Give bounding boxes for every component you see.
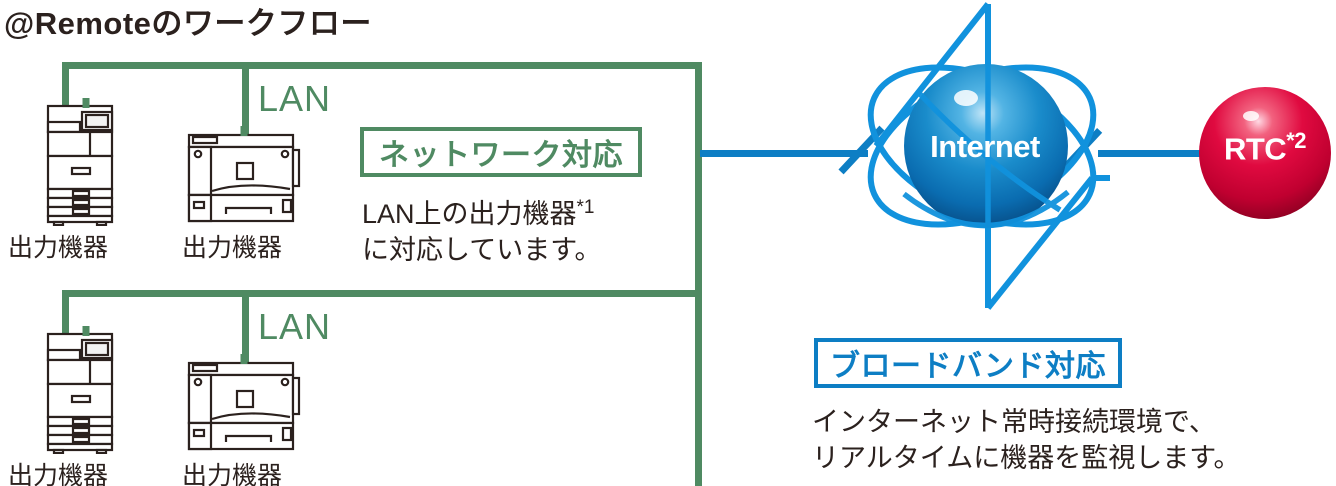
callout-network-footnote-1: *1 xyxy=(576,197,595,218)
device-mfp-1[interactable] xyxy=(46,98,126,231)
callout-broadband-line2: リアルタイムに機器を監視します。 xyxy=(812,443,1241,473)
device-label-2: 出力機器 xyxy=(182,234,283,262)
lan-cable-cap-4 xyxy=(240,354,248,364)
rtc-node[interactable]: RTC*2 xyxy=(1198,86,1332,220)
lan-cable-cap-3 xyxy=(82,326,90,336)
rtc-sphere-icon xyxy=(1199,87,1331,219)
callout-body-network: LAN上の出力機器*1 に対応しています。 xyxy=(362,190,602,268)
wan-link-lan-to-internet xyxy=(700,150,868,157)
lan-drop-device-2 xyxy=(242,62,249,137)
internet-globe-icon xyxy=(867,2,1110,310)
callout-badge-network: ネットワーク対応 xyxy=(360,127,642,177)
mfp-copier-icon xyxy=(46,104,114,227)
lan-cable-cap-2 xyxy=(240,126,248,136)
lan-label-top: LAN xyxy=(258,78,332,119)
callout-broadband-line1: インターネット常時接続環境で、 xyxy=(812,407,1216,437)
lan-drop-device-1 xyxy=(62,62,69,110)
internet-node[interactable]: Internet xyxy=(860,0,1110,316)
callout-body-broadband: インターネット常時接続環境で、 リアルタイムに機器を監視します。 xyxy=(812,404,1241,476)
callout-network-line2: に対応しています。 xyxy=(362,235,602,265)
callout-badge-broadband: ブロードバンド対応 xyxy=(814,338,1122,388)
wan-link-internet-to-rtc xyxy=(1098,150,1216,157)
lan-trunk-vertical xyxy=(695,62,702,486)
lan-drop-device-3 xyxy=(62,290,69,338)
laser-printer-icon xyxy=(187,133,301,223)
device-mfp-3[interactable] xyxy=(46,326,126,459)
lan-bus-bottom xyxy=(62,290,702,297)
lan-label-bottom: LAN xyxy=(258,306,332,347)
page-title: @Remoteのワークフロー xyxy=(4,6,372,41)
lan-drop-device-4 xyxy=(242,290,249,365)
device-label-1: 出力機器 xyxy=(8,234,109,262)
lan-cable-cap-1 xyxy=(82,98,90,108)
device-label-4: 出力機器 xyxy=(182,462,283,486)
device-printer-2[interactable] xyxy=(186,126,302,231)
device-label-3: 出力機器 xyxy=(8,462,109,486)
callout-network-line1: LAN上の出力機器 xyxy=(362,199,577,229)
laser-printer-icon xyxy=(187,361,301,451)
lan-bus-top xyxy=(62,62,702,69)
device-printer-4[interactable] xyxy=(186,354,302,459)
mfp-copier-icon xyxy=(46,332,114,455)
